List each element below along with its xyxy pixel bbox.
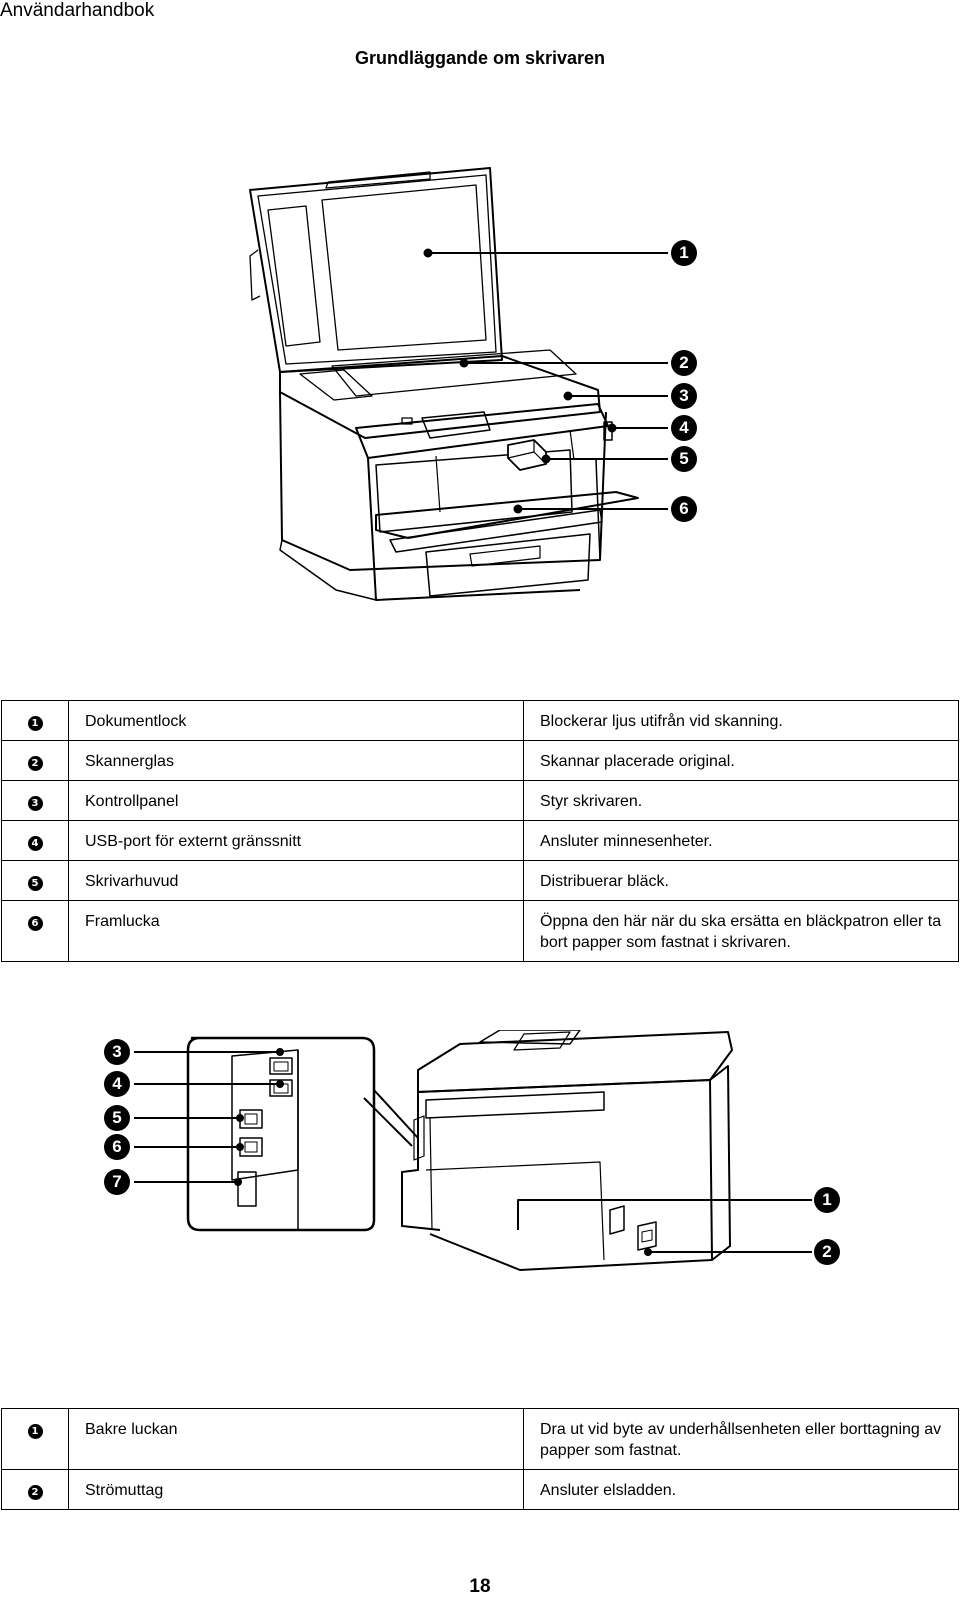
front-parts-table: 1 Dokumentlock Blockerar ljus utifrån vi… [1, 700, 959, 962]
printer-rear-illustration: 3 4 5 6 7 1 2 [100, 1030, 870, 1330]
callout-5: 5 [671, 446, 697, 472]
callout-3: 3 [671, 383, 697, 409]
callout-2: 2 [671, 350, 697, 376]
item-number-marker: 5 [27, 876, 43, 891]
table-row: 5 Skrivarhuvud Distribuerar bläck. [1, 860, 959, 901]
item-number-marker: 2 [27, 756, 43, 771]
page-number: 18 [469, 1576, 491, 1597]
item-number-marker: 3 [27, 796, 43, 811]
callout-3: 3 [104, 1039, 130, 1065]
part-description: Blockerar ljus utifrån vid skanning. [523, 700, 959, 741]
callout-6: 6 [104, 1134, 130, 1160]
callout-5: 5 [104, 1105, 130, 1131]
callout-1: 1 [671, 240, 697, 266]
part-name: Kontrollpanel [68, 780, 524, 821]
table-row: 3 Kontrollpanel Styr skrivaren. [1, 780, 959, 821]
callout-4: 4 [671, 415, 697, 441]
callout-7: 7 [104, 1169, 130, 1195]
table-row: 1 Bakre luckan Dra ut vid byte av underh… [1, 1408, 959, 1470]
part-name: Skannerglas [68, 740, 524, 781]
part-description: Distribuerar bläck. [523, 860, 959, 901]
callout-2: 2 [814, 1239, 840, 1265]
item-number-marker: 1 [27, 716, 43, 731]
part-description: Ansluter elsladden. [523, 1469, 959, 1510]
callout-6: 6 [671, 496, 697, 522]
callout-4: 4 [104, 1071, 130, 1097]
item-number-marker: 4 [27, 836, 43, 851]
callout-1: 1 [814, 1187, 840, 1213]
part-description: Öppna den här när du ska ersätta en bläc… [523, 900, 959, 962]
part-name: Bakre luckan [68, 1408, 524, 1470]
item-number-marker: 1 [27, 1424, 43, 1439]
part-name: USB-port för externt gränssnitt [68, 820, 524, 861]
table-row: 2 Strömuttag Ansluter elsladden. [1, 1469, 959, 1510]
table-row: 1 Dokumentlock Blockerar ljus utifrån vi… [1, 700, 959, 741]
part-name: Strömuttag [68, 1469, 524, 1510]
table-row: 6 Framlucka Öppna den här när du ska ers… [1, 900, 959, 962]
section-title: Grundläggande om skrivaren [354, 48, 606, 68]
table-row: 4 USB-port för externt gränssnitt Anslut… [1, 820, 959, 861]
item-number-marker: 2 [27, 1485, 43, 1500]
part-name: Dokumentlock [68, 700, 524, 741]
part-name: Skrivarhuvud [68, 860, 524, 901]
part-description: Styr skrivaren. [523, 780, 959, 821]
part-description: Dra ut vid byte av underhållsenheten ell… [523, 1408, 959, 1470]
printer-front-illustration: 1 2 3 4 5 6 [240, 160, 710, 610]
part-name: Framlucka [68, 900, 524, 962]
item-number-marker: 6 [27, 916, 43, 931]
document-header: Användarhandbok [0, 0, 155, 21]
rear-parts-table: 1 Bakre luckan Dra ut vid byte av underh… [1, 1408, 959, 1510]
part-description: Ansluter minnesenheter. [523, 820, 959, 861]
table-row: 2 Skannerglas Skannar placerade original… [1, 740, 959, 781]
part-description: Skannar placerade original. [523, 740, 959, 781]
